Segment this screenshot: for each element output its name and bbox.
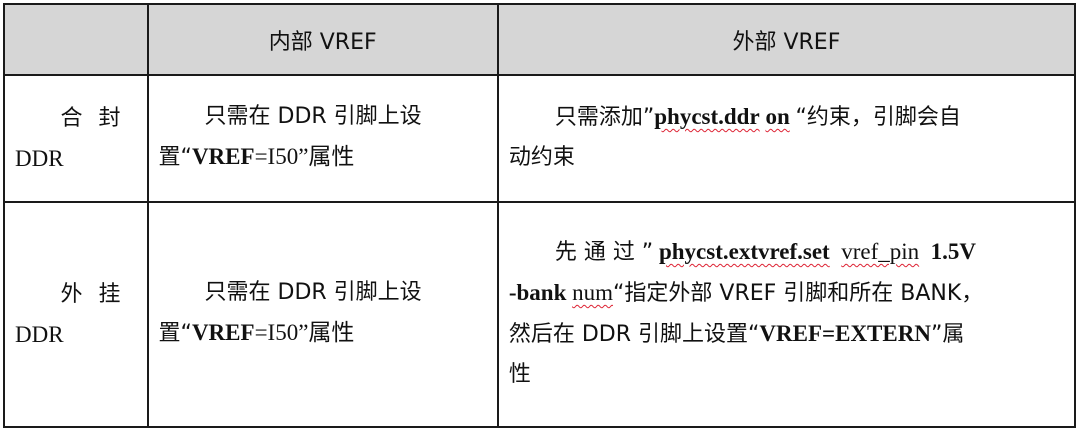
header-external-vref: 外部 VREF (496, 3, 1077, 76)
header-row: 内部 VREF 外部 VREF (3, 3, 1077, 76)
row-label: 外挂 DDR (3, 201, 149, 428)
header-empty (3, 3, 149, 76)
internal-vref-cell: 只需在 DDR 引脚上设 置“VREF=I50”属性 (146, 74, 499, 203)
external-vref-cell: 先 通 过 ” phycst.extvref.set vref_pin 1.5V… (496, 201, 1077, 428)
table-row-external-ddr: 外挂 DDR 只需在 DDR 引脚上设 置“VREF=I50”属性 先 通 过 … (3, 201, 1077, 428)
vref-comparison-table: 内部 VREF 外部 VREF 合封 DDR 只需在 DDR 引脚上设 置“VR… (3, 3, 1077, 428)
header-internal-vref: 内部 VREF (146, 3, 499, 76)
table-row-integrated-ddr: 合封 DDR 只需在 DDR 引脚上设 置“VREF=I50”属性 只需添加”p… (3, 74, 1077, 203)
external-vref-cell: 只需添加”phycst.ddr on “约束，引脚会自 动约束 (496, 74, 1077, 203)
internal-vref-cell: 只需在 DDR 引脚上设 置“VREF=I50”属性 (146, 201, 499, 428)
row-label: 合封 DDR (3, 74, 149, 203)
